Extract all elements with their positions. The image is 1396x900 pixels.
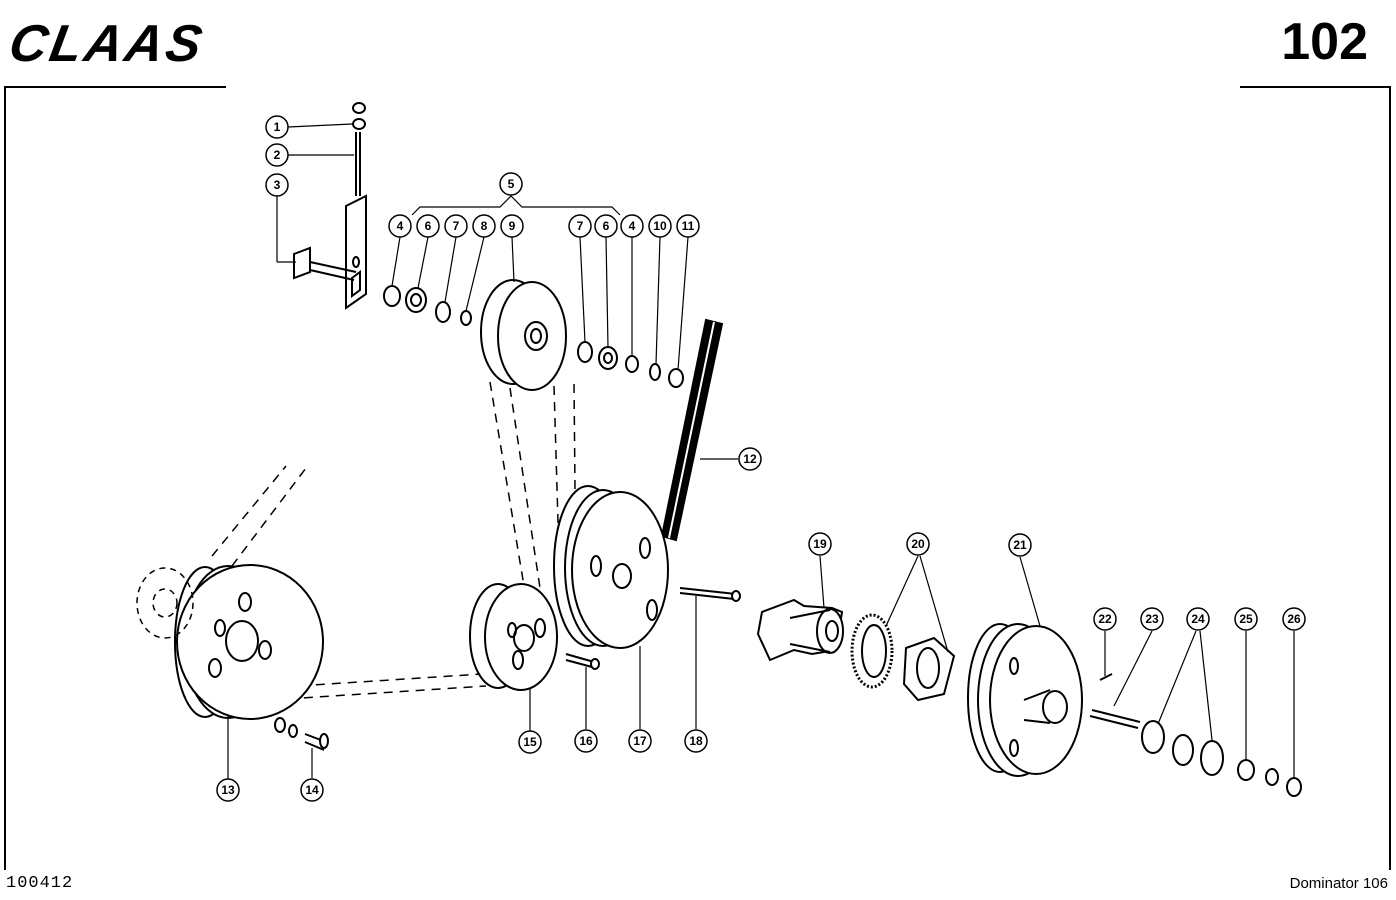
callout-label: 11	[682, 219, 695, 233]
callout-label: 14	[305, 783, 319, 797]
callout-20: 20	[906, 532, 930, 556]
part-v-belt-12	[660, 318, 724, 542]
callout-10: 10	[648, 214, 672, 238]
callout-label: 16	[579, 734, 593, 748]
part-bolt-2	[355, 132, 361, 196]
callout-18: 18	[684, 729, 708, 753]
part-drive-pulley-13	[174, 564, 324, 720]
callout-label: 2	[274, 148, 281, 162]
callout-6: 6	[416, 214, 440, 238]
callout-19: 19	[808, 532, 832, 556]
belt-outline-dashed	[211, 381, 577, 703]
part-pulley-21	[967, 623, 1083, 777]
callout-23: 23	[1140, 607, 1164, 631]
pulley-13-fasteners	[274, 717, 329, 751]
tensioner-small-parts-left	[383, 285, 472, 326]
callout-17: 17	[628, 729, 652, 753]
callout-4: 4	[388, 214, 412, 238]
frame-line-top-left	[4, 86, 226, 88]
callout-5: 5	[499, 172, 523, 196]
callout-label: 21	[1013, 538, 1027, 552]
part-washers-24	[1141, 720, 1224, 776]
callout-label: 12	[743, 452, 757, 466]
callout-label: 7	[453, 219, 460, 233]
callout-25: 25	[1234, 607, 1258, 631]
frame-line-right	[1389, 86, 1391, 870]
callout-label: 7	[577, 219, 584, 233]
frame-line-left	[4, 86, 6, 870]
callout-label: 19	[813, 537, 827, 551]
callout-4: 4	[620, 214, 644, 238]
part-pulley-15	[469, 583, 558, 691]
callout-11: 11	[676, 214, 700, 238]
page-number: 102	[1281, 13, 1368, 71]
callout-label: 8	[481, 219, 488, 233]
callout-label: 6	[425, 219, 432, 233]
callout-label: 22	[1098, 612, 1112, 626]
callout-21: 21	[1008, 533, 1032, 557]
part-bushing-25	[1237, 759, 1255, 781]
part-ring-gear-20	[850, 613, 956, 702]
part-shaft-23	[1089, 709, 1141, 729]
callout-1: 1	[265, 115, 289, 139]
callout-3: 3	[265, 173, 289, 197]
callout-label: 13	[221, 783, 235, 797]
callout-label: 23	[1145, 612, 1159, 626]
callout-label: 4	[629, 219, 636, 233]
part-bolt-18	[679, 587, 741, 602]
part-pulley-9	[480, 279, 567, 391]
callout-13: 13	[216, 778, 240, 802]
part-nut-1	[352, 102, 366, 130]
part-t-bolt-3	[293, 246, 357, 281]
callout-8: 8	[472, 214, 496, 238]
callout-label: 5	[508, 177, 515, 191]
callout-16: 16	[574, 729, 598, 753]
tensioner-small-parts-right	[577, 341, 684, 388]
callout-leader-lines	[227, 123, 1295, 779]
callout-label: 6	[603, 219, 610, 233]
part-bolt-16	[565, 653, 600, 670]
callout-24: 24	[1186, 607, 1210, 631]
callout-label: 9	[509, 219, 516, 233]
callout-label: 17	[633, 734, 647, 748]
part-hub-19	[756, 598, 844, 662]
callout-7: 7	[444, 214, 468, 238]
part-pin-22	[1099, 673, 1113, 681]
dashed-mount-flange	[136, 567, 194, 639]
part-pulley-17	[553, 485, 669, 649]
callout-9: 9	[500, 214, 524, 238]
callout-2: 2	[265, 143, 289, 167]
callout-label: 4	[397, 219, 404, 233]
callout-label: 15	[523, 735, 537, 749]
callout-label: 24	[1191, 612, 1205, 626]
callout-label: 20	[911, 537, 925, 551]
callout-14: 14	[300, 778, 324, 802]
part-nuts-26	[1265, 768, 1302, 797]
callout-label: 1	[274, 120, 281, 134]
callout-label: 26	[1287, 612, 1301, 626]
frame-line-top-right	[1240, 86, 1390, 88]
callout-label: 10	[653, 219, 667, 233]
callout-26: 26	[1282, 607, 1306, 631]
model-name: Dominator 106	[1289, 875, 1388, 892]
callout-label: 25	[1239, 612, 1253, 626]
document-code: 100412	[6, 874, 74, 893]
callout-22: 22	[1093, 607, 1117, 631]
callout-15: 15	[518, 730, 542, 754]
callout-label: 3	[274, 178, 281, 192]
callout-7: 7	[568, 214, 592, 238]
part-bracket-plate	[345, 194, 367, 310]
callout-label: 18	[689, 734, 703, 748]
callout-6: 6	[594, 214, 618, 238]
callout-12: 12	[738, 447, 762, 471]
